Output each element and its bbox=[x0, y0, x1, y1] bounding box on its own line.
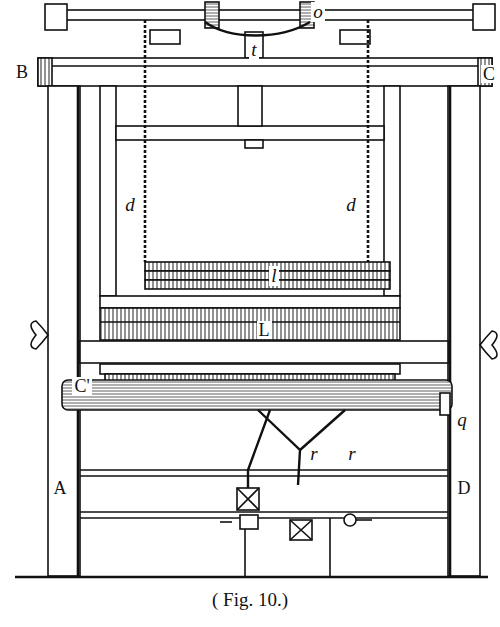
part-letter: d bbox=[344, 195, 358, 215]
figure-caption: ( Fig. 10.) bbox=[212, 589, 288, 611]
part-letter: d bbox=[123, 195, 137, 215]
part-letter: t bbox=[249, 40, 258, 60]
part-letter: q bbox=[455, 410, 469, 430]
part-letter: C bbox=[481, 65, 497, 84]
part-letter: r bbox=[346, 444, 357, 464]
part-letter: l bbox=[269, 266, 278, 286]
part-letter: B bbox=[14, 63, 30, 82]
part-letter: A bbox=[52, 479, 69, 498]
part-letter: r bbox=[308, 444, 319, 464]
part-letter: o bbox=[311, 2, 325, 22]
part-letter: L bbox=[257, 321, 272, 340]
part-letter: C' bbox=[72, 377, 91, 396]
part-letter: D bbox=[456, 479, 473, 498]
